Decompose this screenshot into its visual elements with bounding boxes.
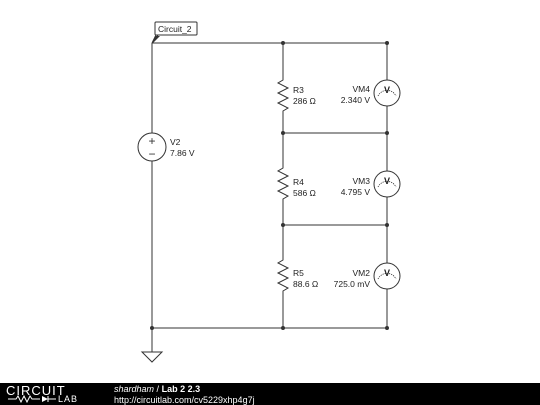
junction-dot	[385, 326, 389, 330]
resistor-value: 586 Ω	[293, 188, 316, 198]
resistor-name: R3	[293, 85, 304, 95]
schematic-canvas: Circuit_2 + − V2 7.86 V R3 286 Ω R4 586 …	[137, 21, 401, 363]
circuitlab-logo[interactable]: CIRCUIT LAB	[6, 384, 98, 404]
voltage-source-v2[interactable]: + − V2 7.86 V	[137, 132, 195, 162]
resistor-r5[interactable]: R5 88.6 Ω	[276, 256, 318, 296]
junction-dot	[385, 223, 389, 227]
minus-sign: −	[148, 147, 155, 161]
resistor-zigzag	[276, 164, 290, 204]
junction-dot	[281, 41, 285, 45]
voltmeter-name: VM2	[353, 268, 371, 278]
junction-dot	[281, 326, 285, 330]
voltmeter-reading: 4.795 V	[341, 187, 371, 197]
footer-info: shardham / Lab 2 2.3 http://circuitlab.c…	[114, 384, 255, 405]
resistor-zigzag	[276, 76, 290, 114]
voltage-source-symbol	[137, 132, 167, 162]
voltmeter-icon	[373, 170, 401, 198]
meter-scale	[377, 90, 397, 97]
ground-symbol[interactable]	[140, 351, 164, 363]
junctions	[150, 41, 389, 330]
source-name: V2	[170, 137, 181, 147]
logo-circuit-text: CIRCUIT	[6, 383, 66, 398]
resistor-value: 286 Ω	[293, 96, 316, 106]
meter-symbol: V	[384, 85, 390, 95]
ground-icon	[140, 351, 164, 363]
junction-dot	[150, 326, 154, 330]
footer-bar: CIRCUIT LAB shardham / Lab 2 2.3 http://…	[0, 383, 540, 405]
net-label-frame	[154, 21, 198, 36]
resistor-r4[interactable]: R4 586 Ω	[276, 164, 316, 204]
wires	[151, 42, 388, 352]
resistor-name: R4	[293, 177, 304, 187]
resistor-value: 88.6 Ω	[293, 279, 318, 289]
junction-dot	[281, 223, 285, 227]
net-label-tag[interactable]: Circuit_2	[151, 21, 198, 44]
voltmeter-vm2[interactable]: V VM2 725.0 mV	[334, 262, 401, 290]
net-label-text: Circuit_2	[158, 24, 192, 34]
logo-resistor-icon	[8, 395, 56, 403]
voltmeter-name: VM3	[353, 176, 371, 186]
junction-dot	[385, 41, 389, 45]
plus-sign: +	[148, 134, 155, 148]
meter-symbol: V	[384, 176, 390, 186]
voltmeter-icon	[373, 79, 401, 107]
circuit-title: Lab 2 2.3	[161, 384, 201, 394]
resistor-name: R5	[293, 268, 304, 278]
voltmeter-icon	[373, 262, 401, 290]
voltmeter-vm3[interactable]: V VM3 4.795 V	[341, 170, 401, 198]
author-link[interactable]: shardham	[114, 384, 155, 394]
title-separator: /	[156, 384, 160, 394]
resistor-zigzag	[276, 256, 290, 296]
voltmeter-reading: 725.0 mV	[334, 279, 371, 289]
junction-dot	[385, 131, 389, 135]
voltmeter-name: VM4	[353, 84, 371, 94]
meter-scale	[377, 273, 397, 280]
resistor-r3[interactable]: R3 286 Ω	[276, 76, 316, 114]
meter-scale	[377, 181, 397, 188]
source-value: 7.86 V	[170, 148, 195, 158]
voltmeter-reading: 2.340 V	[341, 95, 371, 105]
circuit-url-link[interactable]: http://circuitlab.com/cv5229xhp4g7j	[114, 395, 255, 405]
logo-lab-text: LAB	[58, 394, 79, 404]
meter-symbol: V	[384, 268, 390, 278]
net-label-pointer	[152, 36, 160, 44]
junction-dot	[281, 131, 285, 135]
voltmeter-vm4[interactable]: V VM4 2.340 V	[341, 79, 401, 107]
